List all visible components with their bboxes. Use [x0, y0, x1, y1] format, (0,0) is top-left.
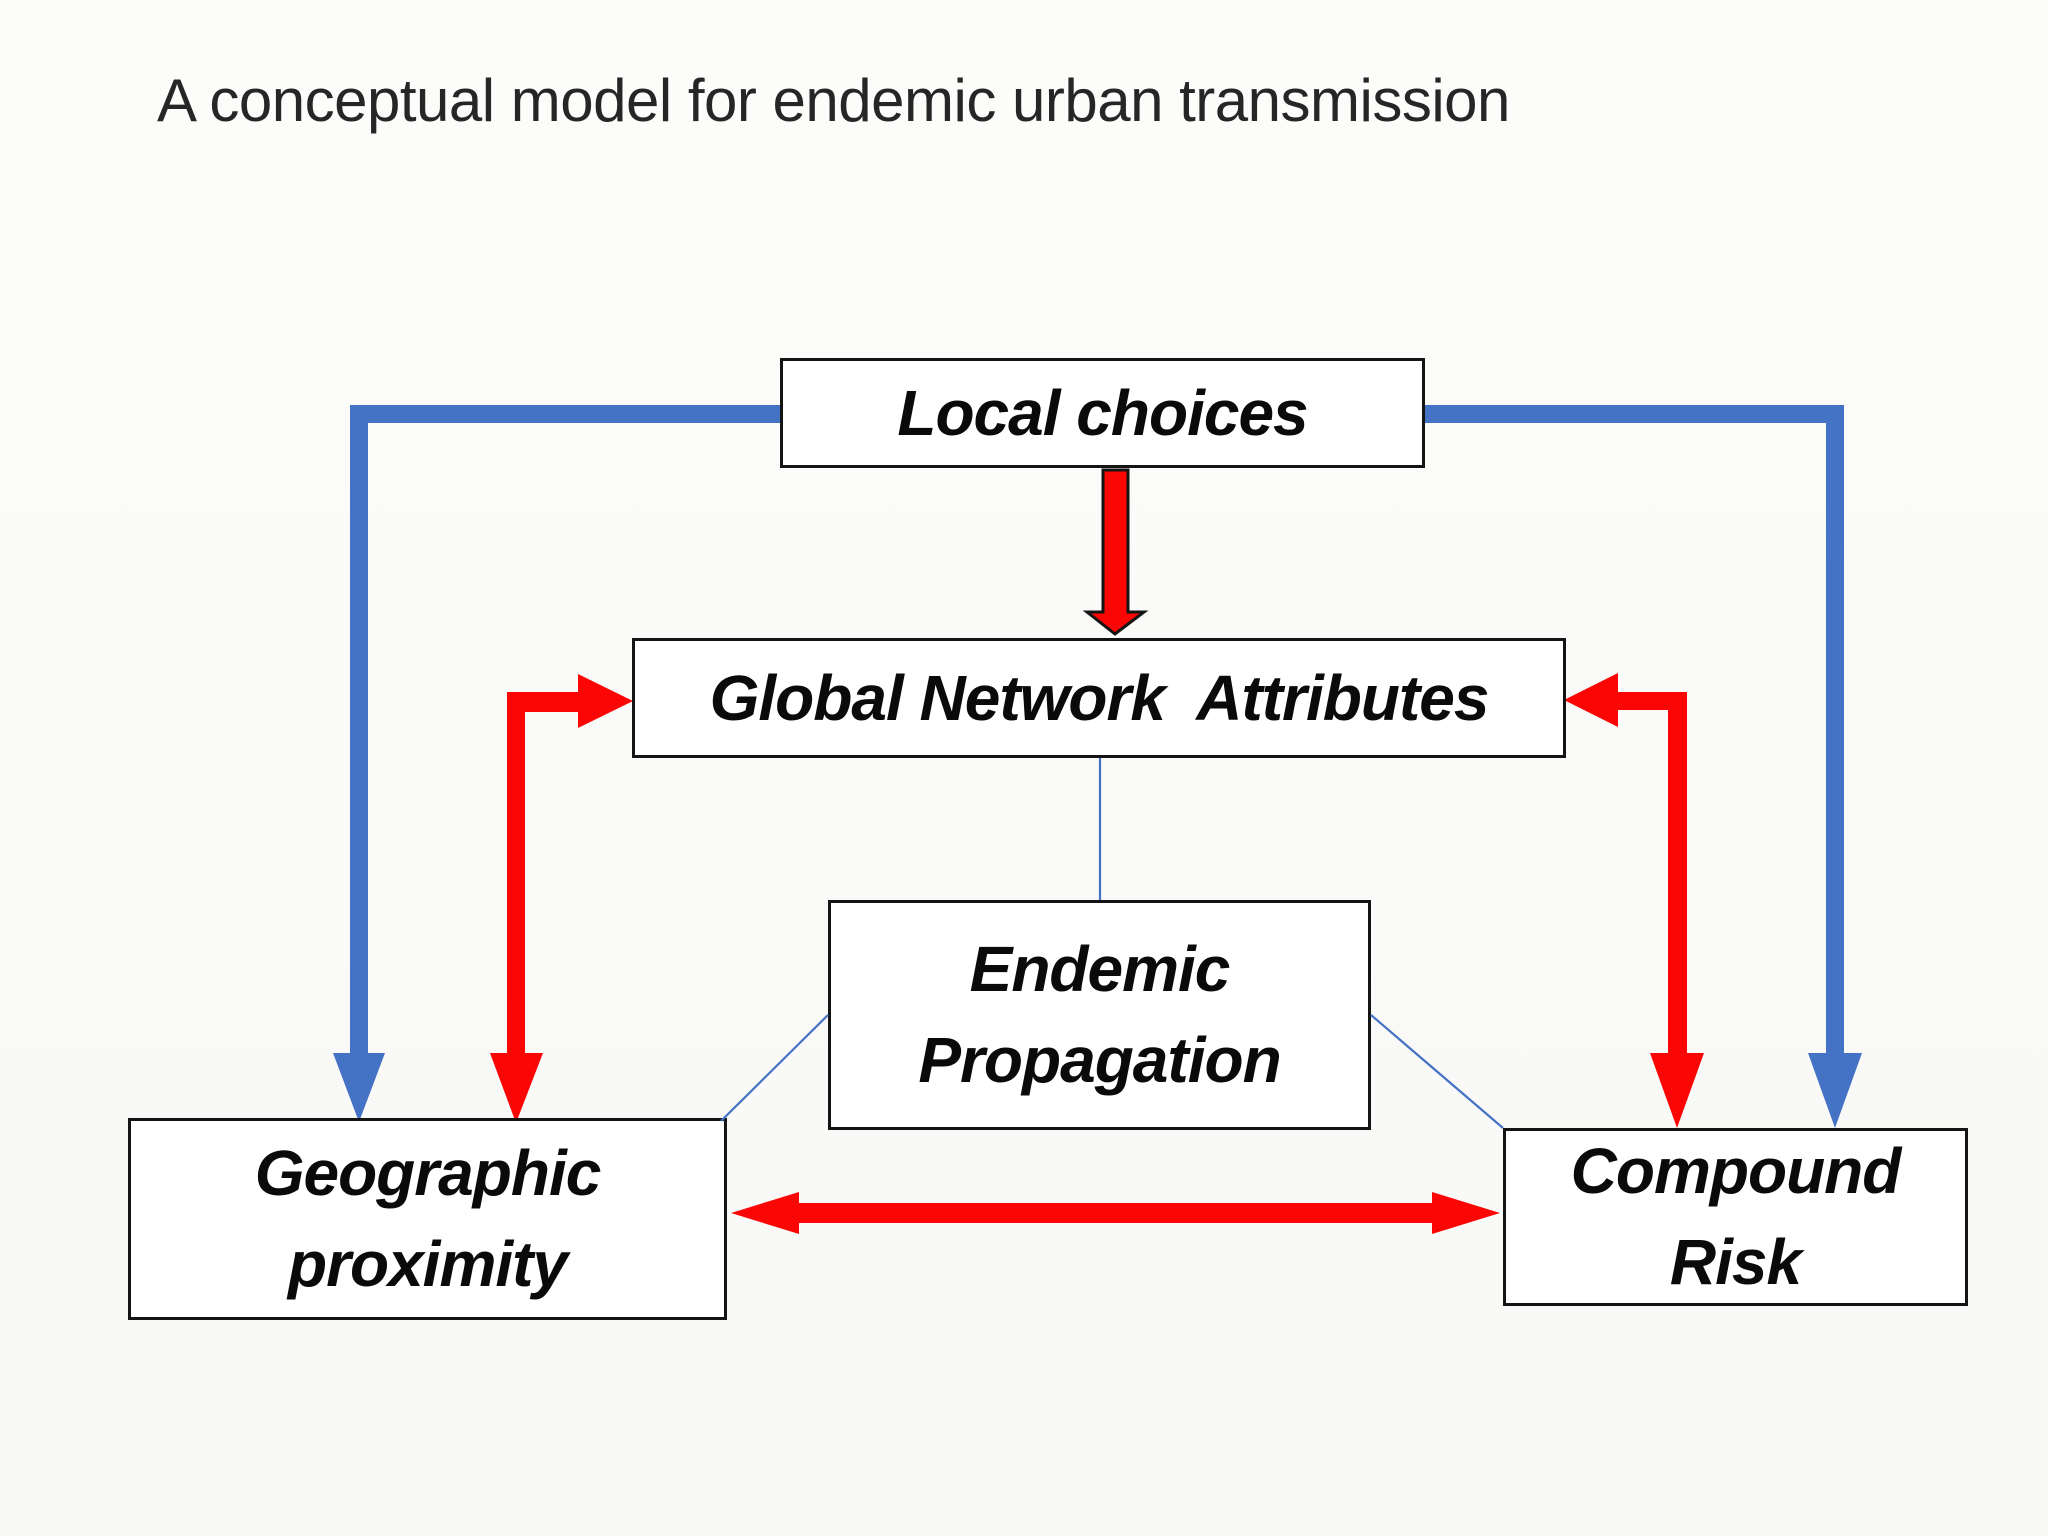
blue-arrow-local-to-geographic [333, 405, 780, 1122]
page-title: A conceptual model for endemic urban tra… [157, 67, 1510, 134]
red-arrow-global-geographic [490, 674, 633, 1123]
node-local-choices-label: Local choices [897, 376, 1308, 449]
red-arrow-global-compound [1564, 673, 1704, 1128]
node-global-network-attributes-label: Global Network Attributes [709, 661, 1490, 734]
node-local-choices: Local choices [780, 358, 1425, 468]
node-compound-risk-label: Compound Risk [1570, 1135, 1902, 1298]
node-global-network-attributes: Global Network Attributes [632, 638, 1566, 758]
node-endemic-propagation-label: Endemic Propagation [918, 933, 1281, 1096]
node-geographic-proximity: Geographic proximity [128, 1118, 727, 1320]
node-geographic-proximity-label: Geographic proximity [254, 1137, 602, 1300]
blue-arrow-local-to-compound [1425, 405, 1862, 1128]
node-compound-risk: Compound Risk [1503, 1128, 1968, 1306]
red-arrow-local-to-global [1082, 468, 1149, 636]
red-arrow-geographic-compound [731, 1192, 1500, 1234]
node-endemic-propagation: Endemic Propagation [828, 900, 1371, 1130]
